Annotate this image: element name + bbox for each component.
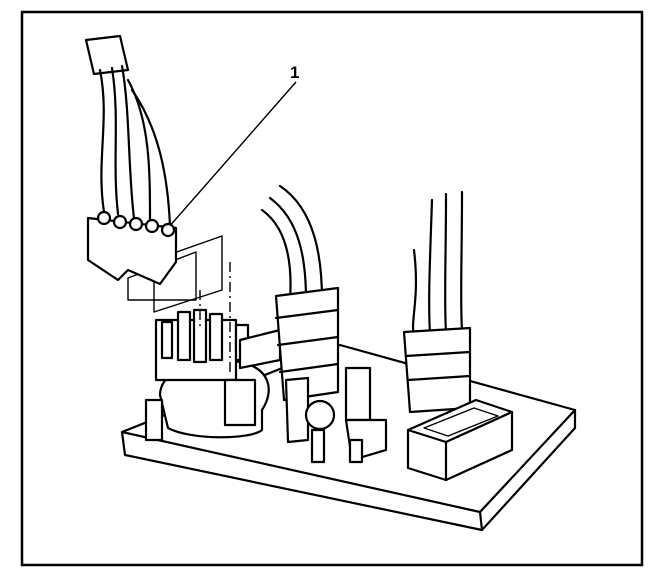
middle-harness-connector — [260, 184, 388, 464]
board-connector-socket — [144, 308, 282, 442]
right-harness-connector — [402, 190, 472, 414]
callout-leader-1 — [167, 81, 297, 229]
callout-label-1: 1 — [290, 63, 299, 82]
board-receptacle — [406, 398, 514, 482]
wire-harness-plug — [84, 34, 178, 286]
figure-border — [20, 10, 644, 567]
